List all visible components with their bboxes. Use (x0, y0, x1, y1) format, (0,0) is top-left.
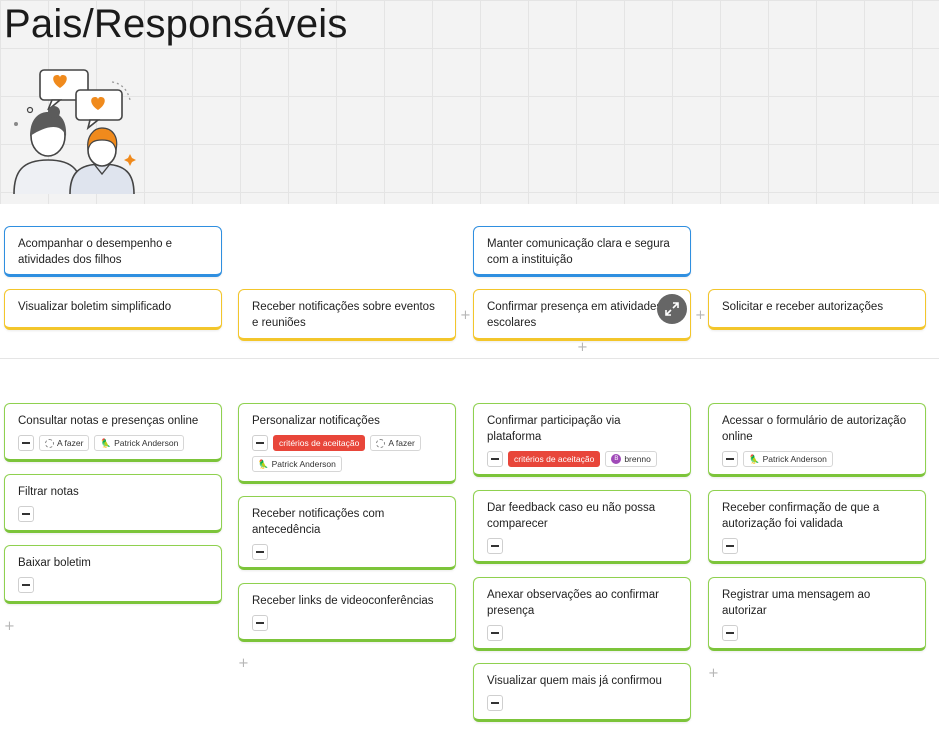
assignee-tag[interactable]: 🦜Patrick Anderson (94, 435, 185, 451)
story-card[interactable]: Consultar notas e presenças online A faz… (4, 403, 222, 462)
dashed-circle-icon (45, 438, 54, 448)
card-text: Baixar boletim (18, 557, 91, 569)
add-story-button[interactable]: + (238, 656, 249, 671)
activity-card[interactable]: Acompanhar o desempenho e atividades dos… (4, 226, 222, 277)
assignee-name: Patrick Anderson (271, 459, 336, 469)
card-meta: 🦜Patrick Anderson (722, 451, 913, 467)
note-lines-icon[interactable] (252, 615, 268, 631)
card-meta: A fazer 🦜Patrick Anderson (18, 435, 209, 451)
card-meta (252, 615, 443, 631)
avatar-icon: B (611, 454, 622, 464)
assignee-name: Patrick Anderson (762, 454, 827, 464)
task-card[interactable]: Solicitar e receber autorizações (708, 289, 926, 330)
note-lines-icon[interactable] (18, 506, 34, 522)
card-text: Solicitar e receber autorizações (722, 301, 884, 313)
release-divider (0, 358, 939, 359)
add-task-button[interactable]: + (695, 308, 706, 323)
card-text: Receber confirmação de que a autorização… (722, 502, 880, 530)
note-lines-icon[interactable] (487, 538, 503, 554)
card-meta (722, 538, 913, 554)
story-card[interactable]: Registrar uma mensagem ao autorizar (708, 577, 926, 651)
card-text: Anexar observações ao confirmar presença (487, 589, 659, 617)
card-text: Confirmar presença em atividades escolar… (487, 301, 663, 329)
card-meta (487, 625, 678, 641)
card-text: Consultar notas e presenças online (18, 415, 199, 427)
card-meta (487, 538, 678, 554)
add-task-button[interactable]: + (460, 308, 471, 323)
assignee-tag[interactable]: 🦜Patrick Anderson (252, 456, 342, 472)
card-meta (487, 695, 678, 711)
story-card[interactable]: Filtrar notas (4, 474, 222, 533)
status-label: A fazer (388, 438, 415, 448)
story-card[interactable]: Baixar boletim (4, 545, 222, 604)
add-task-button[interactable]: + (577, 340, 588, 355)
status-tag[interactable]: A fazer (370, 435, 421, 451)
story-card[interactable]: Anexar observações ao confirmar presença (473, 577, 691, 651)
story-card[interactable]: Personalizar notificações critérios de a… (238, 403, 456, 484)
parents-illustration (13, 69, 136, 195)
task-card[interactable]: Confirmar presença em atividades escolar… (473, 289, 691, 341)
story-card[interactable]: Receber confirmação de que a autorização… (708, 490, 926, 564)
page-title: Pais/Responsáveis (4, 2, 348, 46)
card-text: Dar feedback caso eu não possa comparece… (487, 502, 656, 530)
avatar-icon: 🦜 (100, 438, 112, 448)
card-text: Visualizar quem mais já confirmou (487, 675, 662, 687)
note-lines-icon[interactable] (18, 577, 34, 593)
story-card[interactable]: Receber links de videoconferências (238, 583, 456, 642)
acceptance-criteria-tag[interactable]: critérios de aceitação (273, 435, 366, 451)
task-card[interactable]: Visualizar boletim simplificado (4, 289, 222, 330)
card-meta: critérios de aceitação A fazer 🦜Patrick … (252, 435, 443, 472)
story-card[interactable]: Confirmar participação via plataforma cr… (473, 403, 691, 477)
note-lines-icon[interactable] (252, 544, 268, 560)
assignee-name: Patrick Anderson (114, 438, 179, 448)
card-text: Confirmar participação via plataforma (487, 415, 621, 443)
avatar-icon: 🦜 (258, 459, 269, 469)
card-text: Filtrar notas (18, 486, 79, 498)
story-card[interactable]: Visualizar quem mais já confirmou (473, 663, 691, 722)
acceptance-criteria-tag[interactable]: critérios de aceitação (508, 451, 601, 467)
story-card[interactable]: Receber notificações com antecedência (238, 496, 456, 570)
avatar-icon: 🦜 (749, 454, 760, 464)
assignee-name: brenno (624, 454, 651, 464)
note-lines-icon[interactable] (722, 451, 738, 467)
card-text: Manter comunicação clara e segura com a … (487, 238, 670, 266)
note-lines-icon[interactable] (252, 435, 268, 451)
note-lines-icon[interactable] (487, 451, 503, 467)
card-text: Registrar uma mensagem ao autorizar (722, 589, 871, 617)
card-text: Receber notificações com antecedência (252, 508, 385, 536)
status-tag[interactable]: A fazer (39, 435, 90, 451)
card-meta (252, 544, 443, 560)
task-card[interactable]: Receber notificações sobre eventos e reu… (238, 289, 456, 341)
story-card[interactable]: Dar feedback caso eu não possa comparece… (473, 490, 691, 564)
activity-card[interactable]: Manter comunicação clara e segura com a … (473, 226, 691, 277)
status-label: A fazer (57, 438, 84, 448)
assignee-tag[interactable]: 🦜Patrick Anderson (743, 451, 833, 467)
card-meta (18, 577, 209, 593)
card-text: Visualizar boletim simplificado (18, 301, 172, 313)
card-text: Personalizar notificações (252, 415, 380, 427)
board-header: Pais/Responsáveis (0, 0, 939, 204)
card-text: Receber links de videoconferências (252, 595, 434, 607)
story-card[interactable]: Acessar o formulário de autorização onli… (708, 403, 926, 477)
note-lines-icon[interactable] (722, 538, 738, 554)
note-lines-icon[interactable] (722, 625, 738, 641)
expand-icon[interactable] (657, 294, 687, 324)
card-meta (18, 506, 209, 522)
card-text: Acompanhar o desempenho e atividades dos… (18, 238, 173, 266)
note-lines-icon[interactable] (487, 695, 503, 711)
card-text: Receber notificações sobre eventos e reu… (252, 301, 435, 329)
note-lines-icon[interactable] (487, 625, 503, 641)
card-text: Acessar o formulário de autorização onli… (722, 415, 907, 443)
note-lines-icon[interactable] (18, 435, 34, 451)
add-story-button[interactable]: + (4, 619, 15, 634)
card-meta (722, 625, 913, 641)
add-story-button[interactable]: + (708, 666, 719, 681)
dashed-circle-icon (376, 438, 386, 448)
